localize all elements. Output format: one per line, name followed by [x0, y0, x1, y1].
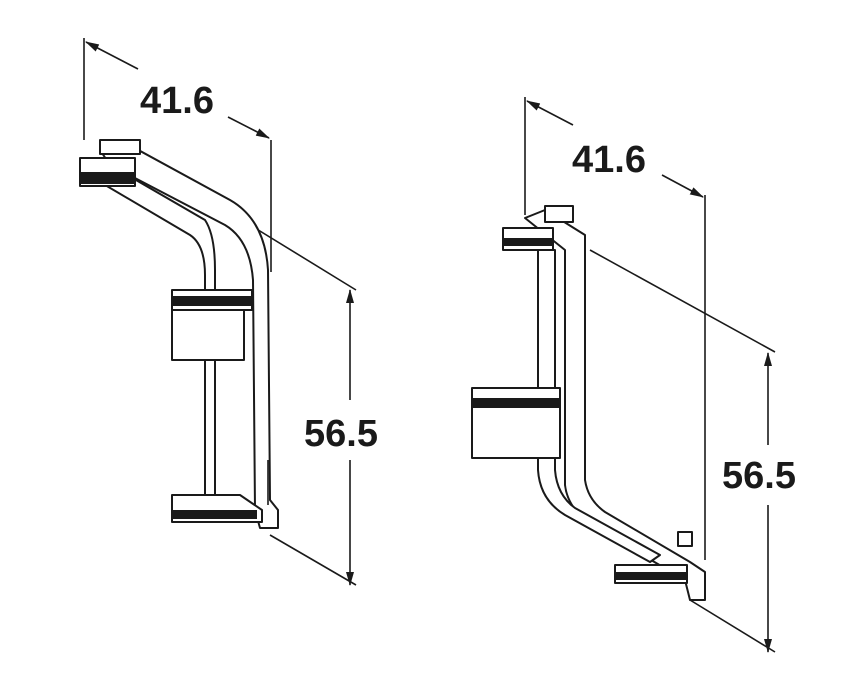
width-dimension-arrow [227, 116, 270, 139]
width-dimension-arrow [661, 174, 704, 198]
right-bracket-view: 41.6 56.5 [471, 97, 796, 653]
bracket-part [79, 139, 279, 529]
extension-line [269, 534, 357, 586]
height-dimension-label: 56.5 [722, 455, 796, 497]
extension-line [689, 599, 776, 653]
width-dimension-arrow [85, 41, 139, 70]
width-dimension-label: 41.6 [140, 80, 214, 122]
bracket-part [471, 205, 706, 601]
width-dimension-label: 41.6 [572, 139, 646, 181]
left-bracket-view: 41.6 56.5 [79, 38, 378, 586]
extension-line [589, 249, 776, 353]
height-dimension-label: 56.5 [304, 413, 378, 455]
extension-line [254, 227, 357, 291]
width-dimension-arrow [526, 100, 574, 126]
